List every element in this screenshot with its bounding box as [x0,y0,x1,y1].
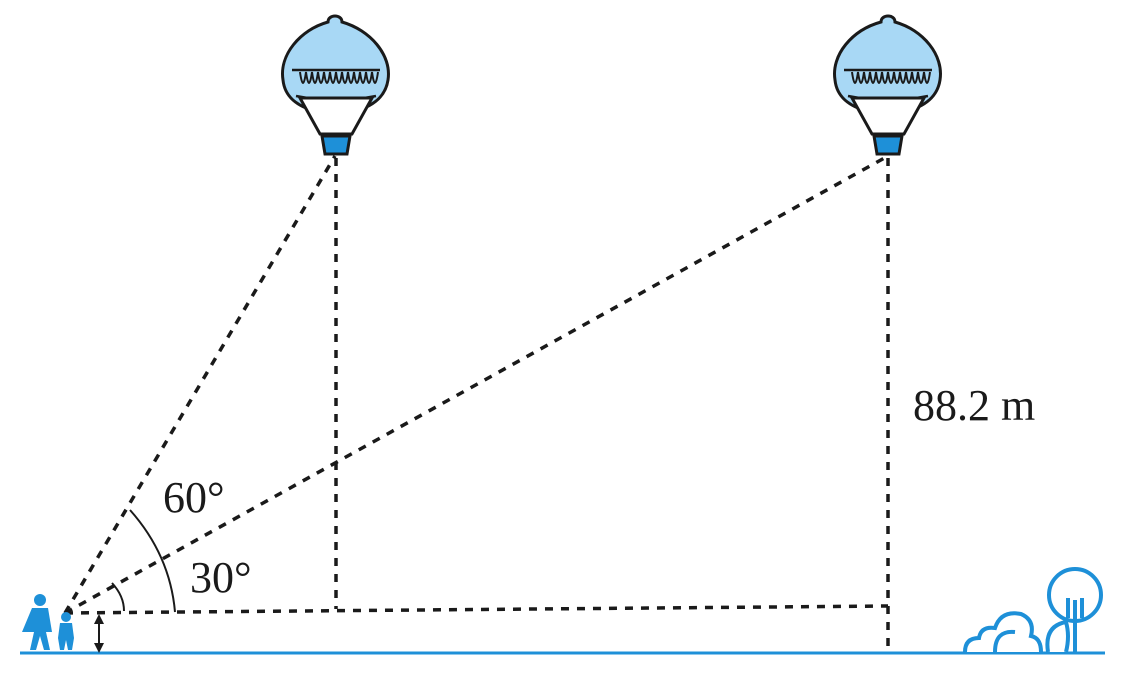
observer-people-icon [22,594,74,650]
angle-30-label: 30° [190,553,252,602]
angle-arc-30 [111,582,125,612]
hot-air-balloon-1 [281,14,390,156]
eye-height-arrow [94,614,104,653]
sight-line-30 [64,154,889,615]
eye-level-line [64,604,889,615]
height-label: 88.2 m [913,381,1035,430]
sight-line-60 [63,155,337,614]
angle-60-label: 60° [163,473,225,522]
tree-icon [963,567,1103,653]
hot-air-balloon-2 [833,14,942,156]
angle-arc-60 [129,509,176,613]
